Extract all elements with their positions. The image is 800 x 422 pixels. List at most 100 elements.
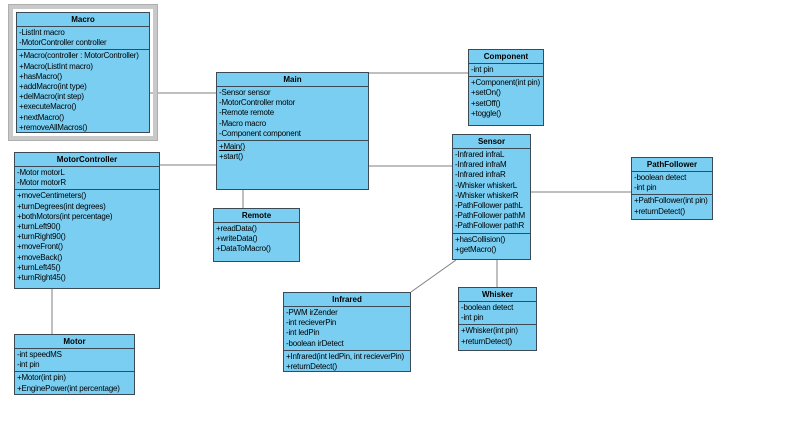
class-title: Remote bbox=[214, 209, 299, 223]
member-row: +DataToMacro() bbox=[216, 244, 271, 254]
class-motor[interactable]: Motor -int speedMS-int pin +Motor(int pi… bbox=[14, 334, 135, 395]
member-row: -PathFollower pathL bbox=[455, 201, 523, 211]
member-row: -int pin bbox=[471, 65, 494, 74]
member-row: -PathFollower pathM bbox=[455, 211, 526, 221]
member-row: +returnDetect() bbox=[634, 206, 686, 216]
methods-compartment: +Macro(controller : MotorController)+Mac… bbox=[17, 50, 149, 134]
member-row: -Motor motorR bbox=[17, 178, 66, 188]
member-row: +hasMacro() bbox=[19, 71, 62, 81]
member-row: -MotorController motor bbox=[219, 98, 296, 108]
methods-compartment: +moveCentimeters()+turnDegrees(int degre… bbox=[15, 190, 159, 288]
member-row: +setOn() bbox=[471, 88, 501, 98]
member-row: +moveCentimeters() bbox=[17, 191, 87, 201]
methods-compartment: +Whisker(int pin)+returnDetect() bbox=[459, 325, 536, 350]
methods-compartment: +readData()+writeData()+DataToMacro() bbox=[214, 223, 299, 261]
member-row: +writeData() bbox=[216, 234, 258, 244]
member-row: +Macro(controller : MotorController) bbox=[19, 51, 139, 61]
member-row: +Whisker(int pin) bbox=[461, 326, 518, 336]
attributes-compartment: -boolean detect-int pin bbox=[459, 302, 536, 326]
member-row: +moveBack() bbox=[17, 252, 63, 262]
member-row: +Infrared(int ledPin, int recieverPin) bbox=[286, 351, 405, 361]
member-row: +setOff() bbox=[471, 98, 501, 108]
member-row: +toggle() bbox=[471, 108, 501, 118]
member-row: +Macro(ListInt macro) bbox=[19, 61, 93, 71]
member-row: +turnDegrees(int degrees) bbox=[17, 201, 106, 211]
member-row: -int pin bbox=[17, 360, 40, 370]
member-row: -Macro macro bbox=[219, 118, 266, 128]
member-row: +EnginePower(int percentage) bbox=[17, 383, 120, 393]
attributes-compartment: -Infrared infraL-Infrared infraM-Infrare… bbox=[453, 149, 530, 234]
class-title: Main bbox=[217, 73, 368, 87]
attributes-compartment: -int speedMS-int pin bbox=[15, 349, 134, 373]
class-title: Whisker bbox=[459, 288, 536, 302]
methods-compartment: +PathFollower(int pin)+returnDetect() bbox=[632, 195, 712, 219]
member-row: -PathFollower pathR bbox=[455, 221, 525, 231]
member-row: +nextMacro() bbox=[19, 112, 64, 122]
class-pathfollower[interactable]: PathFollower -boolean detect-int pin +Pa… bbox=[631, 157, 713, 220]
methods-compartment: +Infrared(int ledPin, int recieverPin)+r… bbox=[284, 351, 410, 373]
member-row: -Component component bbox=[219, 128, 301, 138]
member-row: +PathFollower(int pin) bbox=[634, 196, 708, 206]
class-macro[interactable]: Macro -ListInt macro-MotorController con… bbox=[16, 12, 150, 133]
member-row: +bothMotors(int percentage) bbox=[17, 211, 113, 221]
class-component[interactable]: Component -int pin +Component(int pin)+s… bbox=[468, 49, 544, 126]
member-row: +getMacro() bbox=[455, 244, 497, 254]
class-motorcontroller[interactable]: MotorController -Motor motorL-Motor moto… bbox=[14, 152, 160, 289]
member-row: -Sensor sensor bbox=[219, 88, 271, 97]
attributes-compartment: -boolean detect-int pin bbox=[632, 172, 712, 196]
attributes-compartment: -Sensor sensor-MotorController motor-Rem… bbox=[217, 87, 368, 142]
member-row: -ListInt macro bbox=[19, 28, 65, 37]
member-row: -int ledPin bbox=[286, 328, 320, 338]
member-row: -Infrared infraR bbox=[455, 170, 506, 180]
methods-compartment: +Main()+start() bbox=[217, 141, 368, 189]
methods-compartment: +Motor(int pin)+EnginePower(int percenta… bbox=[15, 372, 134, 394]
member-row: +removeAllMacros() bbox=[19, 122, 88, 132]
selection-frame[interactable] bbox=[8, 4, 158, 141]
member-row: +turnLeft45() bbox=[17, 262, 61, 272]
member-row: -int speedMS bbox=[17, 350, 62, 359]
attributes-compartment: -Motor motorL-Motor motorR bbox=[15, 167, 159, 191]
member-row: +turnRight90() bbox=[17, 232, 66, 242]
member-row: +Main() bbox=[219, 142, 245, 152]
class-title: MotorController bbox=[15, 153, 159, 167]
methods-compartment: +hasCollision()+getMacro() bbox=[453, 234, 530, 259]
class-whisker[interactable]: Whisker -boolean detect-int pin +Whisker… bbox=[458, 287, 537, 351]
member-row: -boolean irDetect bbox=[286, 338, 344, 348]
class-remote[interactable]: Remote +readData()+writeData()+DataToMac… bbox=[213, 208, 300, 262]
class-title: Infrared bbox=[284, 293, 410, 307]
member-row: -Infrared infraM bbox=[455, 160, 507, 170]
member-row: +addMacro(int type) bbox=[19, 82, 87, 92]
member-row: +moveFront() bbox=[17, 242, 63, 252]
member-row: -Infrared infraL bbox=[455, 150, 505, 159]
attributes-compartment: -ListInt macro-MotorController controlle… bbox=[17, 27, 149, 51]
class-title: Motor bbox=[15, 335, 134, 349]
member-row: +start() bbox=[219, 152, 243, 162]
member-row: +returnDetect() bbox=[286, 362, 338, 372]
class-infrared[interactable]: Infrared -PWM irZender-int recieverPin-i… bbox=[283, 292, 411, 372]
member-row: +executeMacro() bbox=[19, 102, 77, 112]
member-row: +returnDetect() bbox=[461, 336, 513, 346]
connector-line bbox=[410, 259, 457, 293]
member-row: +Component(int pin) bbox=[471, 78, 540, 88]
member-row: +delMacro(int step) bbox=[19, 92, 84, 102]
member-row: +turnRight45() bbox=[17, 273, 66, 283]
member-row: -MotorController controller bbox=[19, 38, 107, 48]
class-sensor[interactable]: Sensor -Infrared infraL-Infrared infraM-… bbox=[452, 134, 531, 260]
member-row: -PWM irZender bbox=[286, 308, 338, 317]
member-row: -int pin bbox=[461, 313, 484, 323]
member-row: -int pin bbox=[634, 183, 657, 193]
member-row: -Remote remote bbox=[219, 108, 274, 118]
class-title: PathFollower bbox=[632, 158, 712, 172]
attributes-compartment: -int pin bbox=[469, 64, 543, 78]
class-title: Component bbox=[469, 50, 543, 64]
class-main[interactable]: Main -Sensor sensor-MotorController moto… bbox=[216, 72, 369, 190]
member-row: -Whisker whiskerR bbox=[455, 190, 519, 200]
member-row: +Motor(int pin) bbox=[17, 373, 66, 383]
member-row: -boolean detect bbox=[461, 303, 514, 312]
member-row: +turnLeft90() bbox=[17, 222, 61, 232]
class-title: Macro bbox=[17, 13, 149, 27]
class-title: Sensor bbox=[453, 135, 530, 149]
member-row: -boolean detect bbox=[634, 173, 687, 182]
